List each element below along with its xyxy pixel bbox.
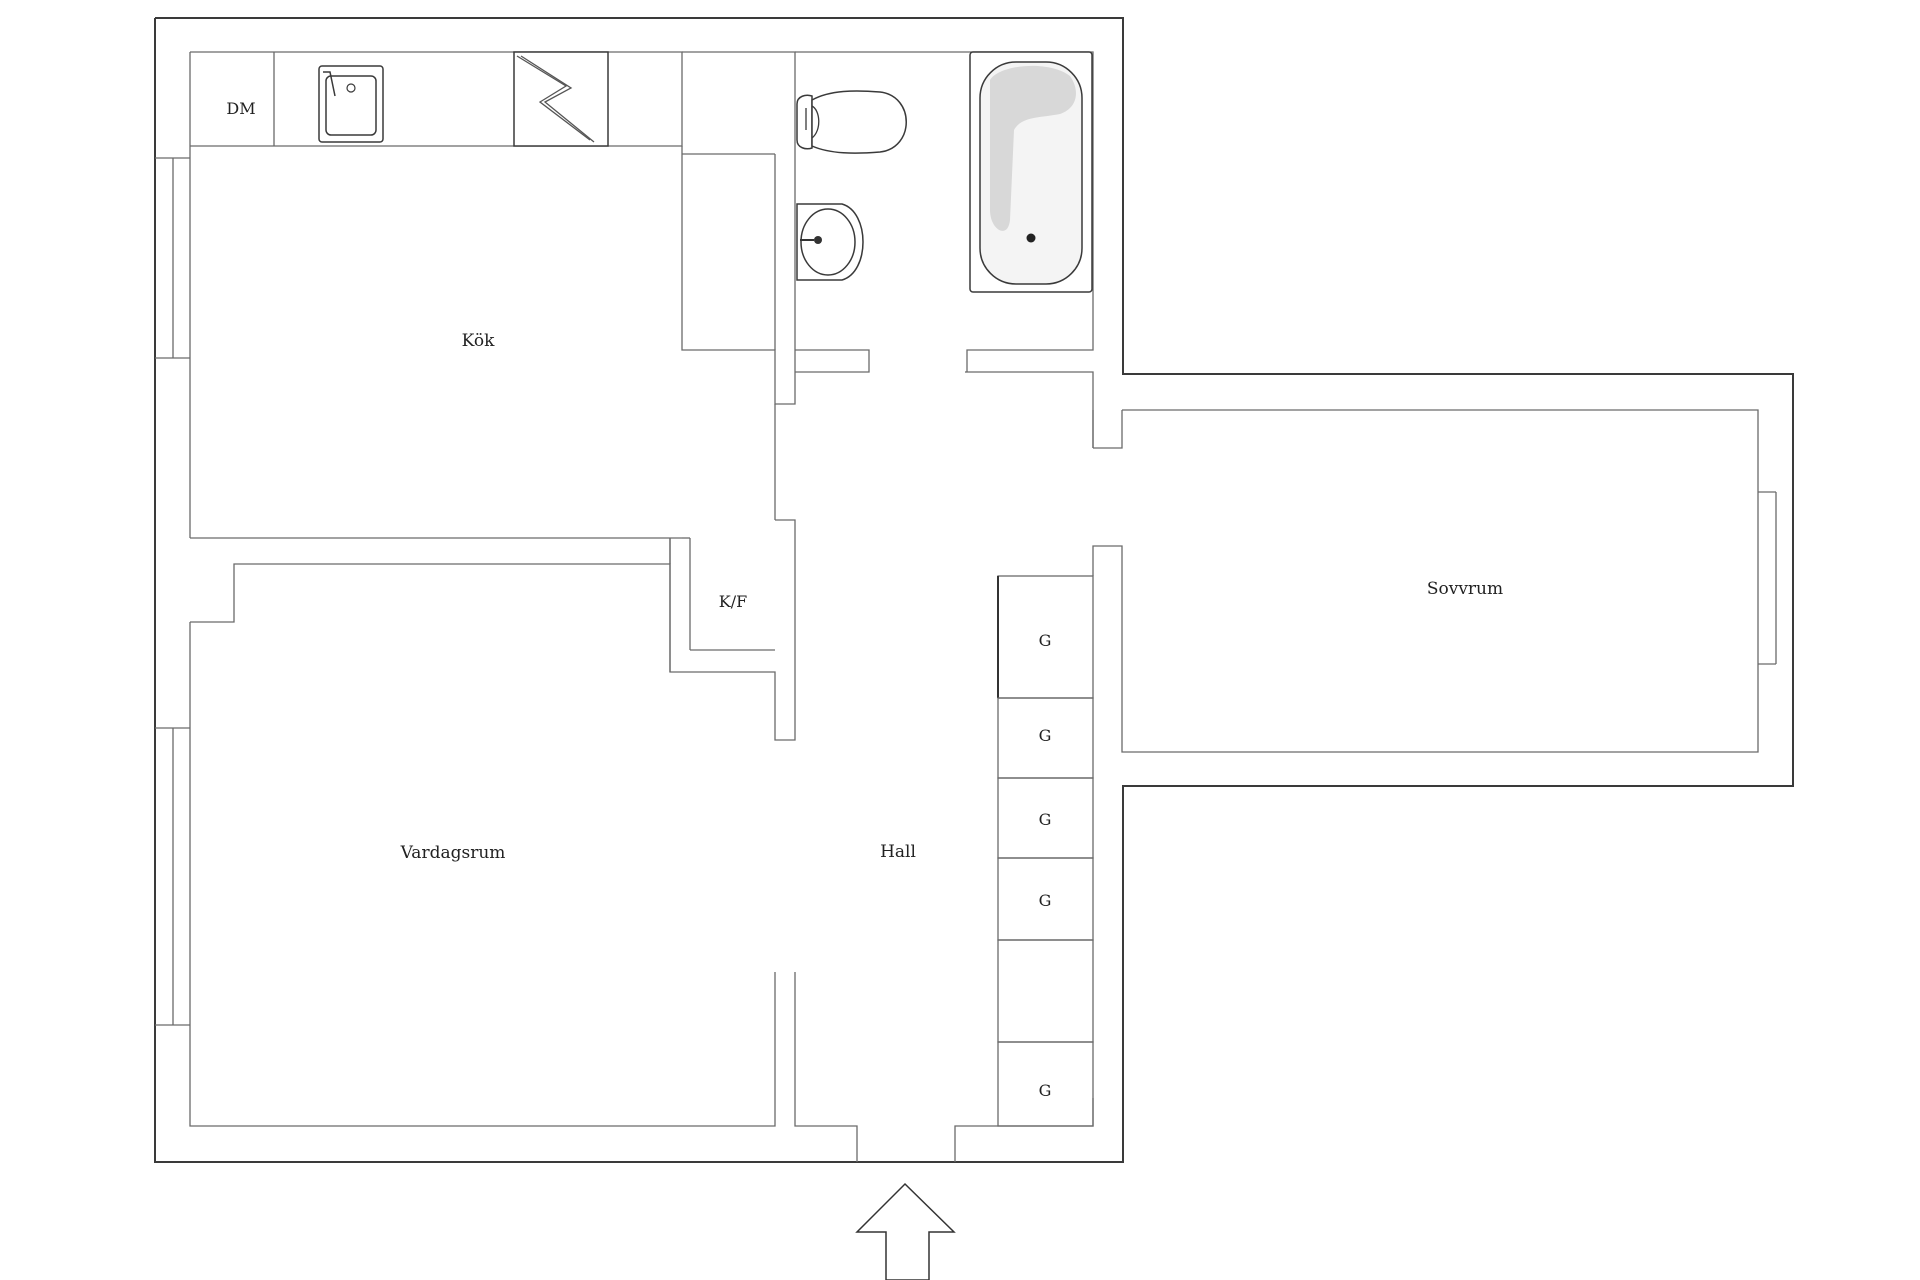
toilet-icon [796,90,907,154]
wardrobe-label: G [1039,810,1052,829]
outer-walls [154,17,1794,1163]
wardrobe-label: G [1039,726,1052,745]
entrance-arrow-icon [855,1182,956,1280]
kitchen-label: Kök [462,331,495,351]
living-room-label: Vardagsrum [400,843,506,863]
fridge-freezer-label: K/F [719,592,747,611]
bathtub-icon [969,51,1093,293]
living-room-walls [190,538,671,672]
kitchen-sink-icon [318,65,384,143]
wardrobe-label: G [1039,891,1052,910]
wardrobe-label: G [1039,631,1052,650]
stove-icon [513,51,609,147]
hall-walls [669,519,796,741]
hall-label: Hall [880,842,916,862]
washbasin-icon [796,203,864,281]
bedroom-label: Sovvrum [1427,579,1503,599]
wardrobes [997,575,1094,1127]
windows [155,157,190,1026]
kitchen [190,51,796,539]
wardrobe-label: G [1039,1081,1052,1100]
dishwasher-label: DM [226,99,255,118]
